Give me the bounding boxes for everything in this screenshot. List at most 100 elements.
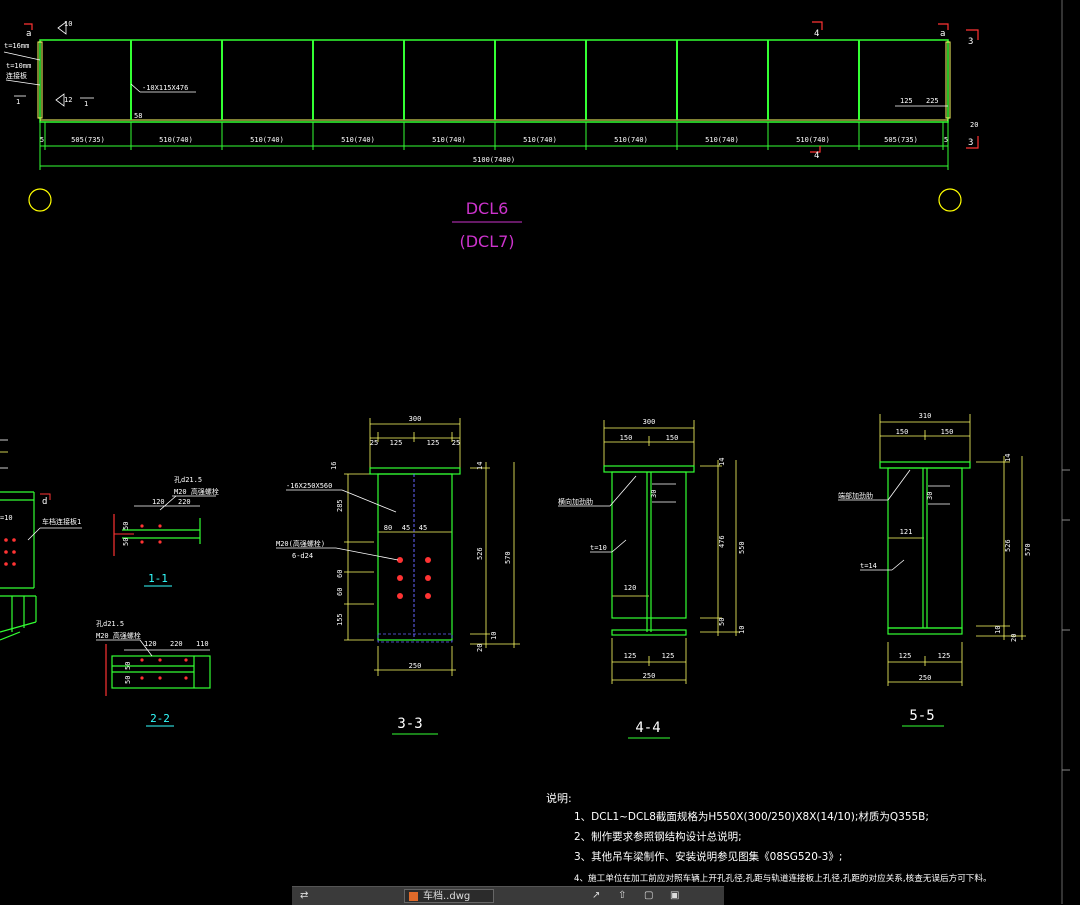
s44-title: 4-4 [635,720,660,736]
s11-dim: 120 [152,498,165,506]
elev-dim: 510(740) [705,136,739,144]
beam-title: DCL6 [466,199,509,218]
s11-dim: 50 [122,522,130,530]
note-item: 3、其他吊车梁制作、安装说明参见图集《08SG520-3》; [574,850,842,863]
s33-right-dim: 526 [476,547,484,560]
taskbar-document-tab[interactable]: 车档..dwg [404,889,494,903]
s44-top-dim: 150 [666,434,679,442]
elev-dim: 510(740) [523,136,557,144]
note-item: 2、制作要求参照钢结构设计总说明; [574,830,742,843]
taskbar-icon[interactable]: ⇄ [300,890,309,901]
s33-title: 3-3 [397,716,422,732]
s44-top-dim: 150 [620,434,633,442]
window-icon[interactable]: ▢ [644,890,654,901]
cut-mark-4-top: 4 [814,29,819,39]
s55-t-note: t=14 [860,562,877,570]
s33-right-dim: 20 [476,644,484,652]
s55-top-total: 310 [919,412,932,420]
s44-stiffener-note: 横向加劲肋 [558,497,593,506]
s22-dim: 120 [144,640,157,648]
s44-right-dim: 10 [738,626,746,634]
s33-left-dim: 285 [336,499,344,512]
s33-top-dim: 125 [390,439,403,447]
s11-note-hole: 孔d21.5 [174,476,202,484]
section-4-4: 300 150 150 120 125 125 250 横向加劲肋 t=10 3… [558,418,746,739]
elev-dim: 510(740) [432,136,466,144]
s33-left-dim: 60 [336,570,344,578]
taskbar: ⇄ 车档..dwg ↗ ⇧ ▢ ▣ [292,886,724,905]
s11-dim: 220 [178,498,191,506]
layout-icon[interactable]: ▣ [670,890,680,901]
s22-title: 2-2 [150,712,170,725]
s55-right-dim: 526 [1004,539,1012,552]
s22-dim: 50 [124,662,132,670]
s33-top-dim: 25 [452,439,460,447]
cut-mark-a-right: a [940,29,945,39]
document-icon [409,892,418,901]
elev-dim: 510(740) [159,136,193,144]
s55-right-dim: 570 [1024,543,1032,556]
elev-dim: 510(740) [250,136,284,144]
s33-top-total: 300 [409,415,422,423]
note-t16: t=16mm [4,42,29,50]
cut-mark-3-bot: 3 [968,138,973,148]
grid-bubble-right [938,188,962,212]
elev-total-dim: 5100(7400) [473,156,515,164]
s33-top-thk: 16 [330,462,338,470]
s55-bottom-dim: 125 [938,652,951,660]
s33-top-dim: 25 [370,439,378,447]
s55-bottom-dim: 125 [899,652,912,660]
s22-dim: 110 [196,640,209,648]
s44-top-total: 300 [643,418,656,426]
elev-dim: 505(735) [71,136,105,144]
share-icon[interactable]: ↗ [592,890,601,901]
s33-bolt-note: M20(高强螺栓) [276,539,325,548]
s44-bottom-dim: 125 [624,652,637,660]
elev-dim: 505(735) [884,136,918,144]
s33-right-dim: 10 [490,632,498,640]
note-fraction-mid: 1 [84,100,88,108]
s11-title: 1-1 [148,572,168,585]
left-t-note: =10 [0,514,13,522]
beam-subtitle: (DCL7) [459,232,514,251]
s33-left-dim: 60 [336,588,344,596]
s55-mid-dim: 30 [926,492,934,500]
cut-mark-3-top: 3 [968,37,973,47]
detail-2-2: 孔d21.5 M20 高强螺栓 120 220 110 50 50 2-2 [96,620,211,727]
left-cut-mark: d [42,497,47,507]
s55-top-dim: 150 [941,428,954,436]
s55-stiffener-note: 端部加劲肋 [838,491,873,500]
dim-225: 225 [926,97,939,105]
s55-right-dim: 20 [1010,634,1018,642]
s55-right-dim: 10 [994,626,1002,634]
s33-mid-dim: 45 [402,524,410,532]
grid-bubble-left [28,188,52,212]
elev-dim: 510(740) [796,136,830,144]
elev-dim: 5 [40,136,44,144]
s44-mid-dim: 30 [650,490,658,498]
s33-left-dim: 155 [336,613,344,626]
s44-mid-dim: 120 [624,584,637,592]
upload-icon[interactable]: ⇧ [618,890,627,901]
s44-right-dim: 550 [738,541,746,554]
note-item: 1、DCL1~DCL8截面规格为H550X(300/250)X8X(14/10)… [574,810,929,823]
taskbar-document-label: 车档..dwg [423,891,471,902]
note-weld-bot: 12 [64,96,72,104]
s44-right-dim: 50 [718,618,726,626]
s11-note-bolt: M20 高强螺栓 [174,487,219,496]
s33-plate-note: -16X250X560 [286,482,332,490]
dim-125: 125 [900,97,913,105]
s55-right-dim: 14 [1004,454,1012,462]
s55-bottom-total: 250 [919,674,932,682]
elev-dim: 510(740) [614,136,648,144]
s44-right-dim: 476 [718,535,726,548]
s55-mid-dim: 121 [900,528,913,536]
s11-dim: 50 [122,538,130,546]
left-partial-detail: d =10 车档连接板1 [0,439,82,641]
s33-bolt-note: 6-d24 [292,552,313,560]
general-notes: 说明: 1、DCL1~DCL8截面规格为H550X(300/250)X8X(14… [546,791,992,884]
elev-dim: 510(740) [341,136,375,144]
note-fraction-left: 1 [16,98,20,106]
s22-note-hole: 孔d21.5 [96,620,124,628]
